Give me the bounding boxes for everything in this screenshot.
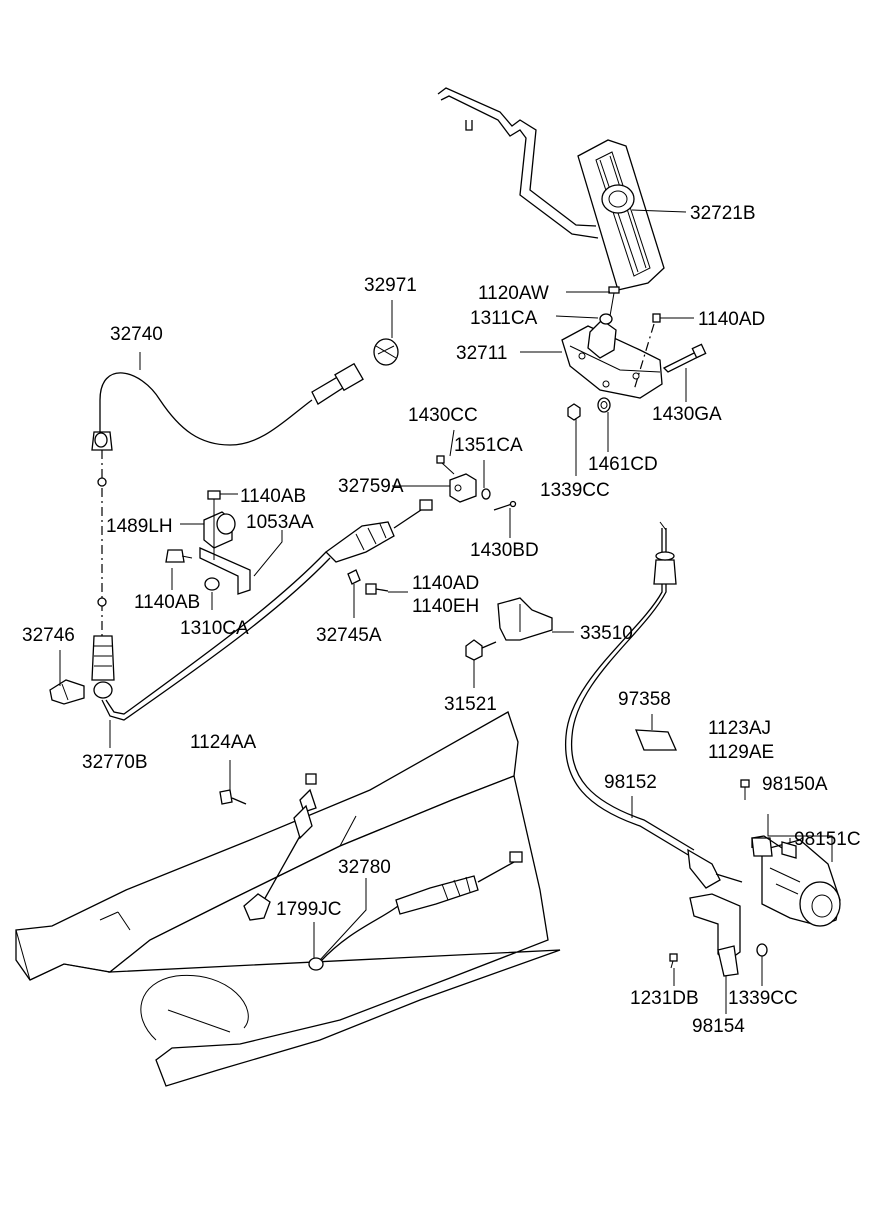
nut-1311CA xyxy=(599,313,613,325)
accelerator-pedal-arm xyxy=(437,87,599,239)
label-32740: 32740 xyxy=(110,324,163,345)
label-1351CA: 1351CA xyxy=(454,435,523,456)
clip-1799JC xyxy=(308,957,324,971)
cable-98152 xyxy=(564,521,743,889)
label-97358: 97358 xyxy=(618,689,671,710)
screw-1231DB xyxy=(669,953,678,969)
label-98152: 98152 xyxy=(604,772,657,793)
label-1339CC-top: 1339CC xyxy=(540,480,610,501)
label-1430GA: 1430GA xyxy=(652,404,722,425)
bracket-98154 xyxy=(689,893,741,977)
bolt-1430CC xyxy=(436,455,455,475)
label-1053AA: 1053AA xyxy=(246,512,314,533)
label-32745A: 32745A xyxy=(316,625,382,646)
washer-1461CD xyxy=(597,397,611,413)
label-1489LH: 1489LH xyxy=(106,516,173,537)
floor-tunnel xyxy=(15,711,561,1087)
pedal-pad-32721B xyxy=(577,139,665,291)
label-32971: 32971 xyxy=(364,275,417,296)
label-31521: 31521 xyxy=(444,694,497,715)
leader-lines xyxy=(59,209,833,1014)
bolt-1124AA xyxy=(219,789,247,805)
label-1310CA: 1310CA xyxy=(180,618,249,639)
label-1140AD-top: 1140AD xyxy=(698,309,765,330)
label-98154: 98154 xyxy=(692,1016,745,1037)
pin-1430BD xyxy=(493,500,517,511)
bolt-31521 xyxy=(465,639,497,661)
label-97358 xyxy=(635,729,678,751)
label-32721B: 32721B xyxy=(690,203,756,224)
label-1799JC: 1799JC xyxy=(276,899,342,920)
bolt-1140AB-bottom xyxy=(165,549,193,563)
nut-1339CC-top xyxy=(567,403,581,421)
washer-1351CA xyxy=(481,488,491,500)
nut-1310CA xyxy=(204,577,220,591)
label-1430BD: 1430BD xyxy=(470,540,539,561)
nut-1339CC-bottom xyxy=(756,943,768,957)
label-32770B: 32770B xyxy=(82,752,148,773)
cable-32740 xyxy=(91,372,313,640)
label-1123AJ: 1123AJ xyxy=(708,718,771,739)
label-1430CC: 1430CC xyxy=(408,405,478,426)
label-1140AD-mid: 1140AD xyxy=(412,573,479,594)
cable-32780 xyxy=(243,773,523,963)
label-1339CC-bottom: 1339CC xyxy=(728,988,798,1009)
part-labels: 32721B 1120AW 1311CA 1140AD 32711 1430GA… xyxy=(22,203,861,1037)
label-1311CA: 1311CA xyxy=(470,308,538,329)
label-1140AB-top: 1140AB xyxy=(240,486,306,507)
cable-end-32971 xyxy=(311,338,399,405)
bolt-1140AD-mid xyxy=(365,583,389,595)
bracket-1489LH xyxy=(199,500,251,595)
bracket-33510 xyxy=(497,597,553,641)
label-1231DB: 1231DB xyxy=(630,988,699,1009)
connector-98151C xyxy=(751,835,797,859)
label-32759A: 32759A xyxy=(338,476,404,497)
cable-32770B xyxy=(91,499,433,721)
bolt-1430GA xyxy=(662,343,707,373)
clip-32746 xyxy=(49,679,85,705)
label-32746: 32746 xyxy=(22,625,75,646)
label-1140AB-bottom: 1140AB xyxy=(134,592,200,613)
label-1129AE: 1129AE xyxy=(708,742,774,763)
screw-1123AJ xyxy=(740,779,750,800)
label-98150A: 98150A xyxy=(762,774,828,795)
label-1120AW: 1120AW xyxy=(478,283,549,304)
label-1124AA: 1124AA xyxy=(190,732,257,753)
label-32780: 32780 xyxy=(338,857,391,878)
label-32711: 32711 xyxy=(456,343,507,364)
label-98151C: 98151C xyxy=(794,829,861,850)
label-1461CD: 1461CD xyxy=(588,454,658,475)
actuator-98150A xyxy=(751,837,841,927)
bolt-1120AW xyxy=(608,286,620,317)
label-1140EH: 1140EH xyxy=(412,596,479,617)
block-32759A xyxy=(449,473,477,503)
bolt-1140AB-top xyxy=(207,490,221,512)
pedal-bracket-32711 xyxy=(561,319,663,399)
clip-32745A xyxy=(347,569,361,585)
label-33510: 33510 xyxy=(580,623,633,644)
